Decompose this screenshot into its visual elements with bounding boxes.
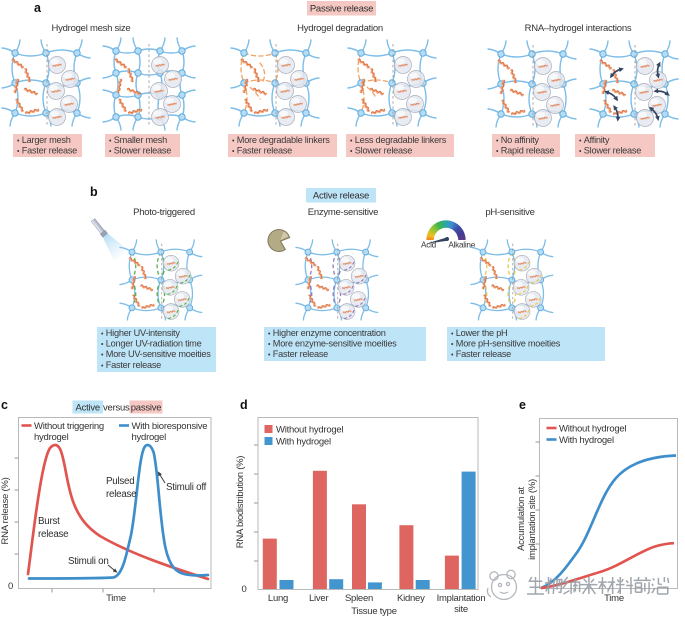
svg-text:RNA–hydrogel interactions: RNA–hydrogel interactions [525, 23, 632, 34]
svg-text:Active: Active [76, 402, 100, 413]
svg-text:Burst: Burst [38, 516, 60, 527]
svg-text:With hydrogel: With hydrogel [559, 435, 614, 446]
svg-text:Liver: Liver [309, 593, 328, 604]
svg-text:Enzyme-sensitive: Enzyme-sensitive [308, 207, 378, 218]
svg-text:•Lower the pH: •Lower the pH [451, 328, 507, 338]
svg-text:•More pH-sensitive moeities: •More pH-sensitive moeities [451, 339, 561, 349]
svg-text:•Faster release: •Faster release [451, 349, 511, 359]
svg-text:•Faster release: •Faster release [101, 360, 161, 370]
svg-text:•Higher enzyme concentration: •Higher enzyme concentration [268, 328, 386, 338]
svg-text:hydrogel: hydrogel [132, 432, 167, 443]
svg-text:d: d [240, 398, 247, 412]
svg-text:pH-sensitive: pH-sensitive [485, 207, 534, 218]
svg-text:Without hydrogel: Without hydrogel [276, 425, 343, 436]
svg-text:•More enzyme-sensitive moeitie: •More enzyme-sensitive moeities [268, 339, 397, 349]
svg-text:•Faster release: •Faster release [17, 146, 77, 156]
svg-text:Tissue type: Tissue type [351, 606, 396, 616]
svg-text:•Slower release: •Slower release [350, 146, 412, 156]
svg-text:Stimuli on: Stimuli on [68, 556, 109, 567]
svg-text:a: a [34, 1, 42, 15]
svg-text:•Slower release: •Slower release [579, 146, 641, 156]
svg-text:•Rapid release: •Rapid release [496, 146, 554, 156]
svg-text:•More UV-sensitive moeities: •More UV-sensitive moeities [101, 349, 211, 359]
svg-text:hydrogel: hydrogel [34, 432, 69, 443]
svg-text:•Slower release: •Slower release [109, 146, 171, 156]
svg-text:c: c [1, 398, 8, 412]
svg-text:•Affinity: •Affinity [579, 135, 610, 145]
svg-text:e: e [519, 398, 526, 412]
svg-text:Hydrogel degradation: Hydrogel degradation [297, 23, 383, 34]
svg-text:Lung: Lung [268, 593, 288, 604]
svg-text:0: 0 [241, 584, 246, 595]
svg-text:b: b [90, 185, 98, 199]
svg-text:Time: Time [604, 593, 624, 604]
svg-text:•Faster release: •Faster release [268, 349, 328, 359]
svg-text:versus: versus [103, 402, 130, 413]
svg-text:release: release [106, 489, 137, 500]
svg-text:implantation site (%): implantation site (%) [527, 479, 538, 560]
svg-text:0: 0 [8, 581, 13, 592]
svg-text:•No affinity: •No affinity [496, 135, 539, 145]
svg-text:•Larger mesh: •Larger mesh [17, 135, 71, 145]
svg-text:•Longer UV-radiation time: •Longer UV-radiation time [101, 339, 202, 349]
svg-text:Stimuli off: Stimuli off [166, 482, 207, 493]
svg-text:site: site [454, 604, 468, 615]
svg-text:•Faster release: •Faster release [232, 146, 292, 156]
svg-text:Pulsed: Pulsed [106, 476, 134, 487]
svg-text:•Higher UV-intensity: •Higher UV-intensity [101, 328, 180, 338]
svg-text:RNA release (%): RNA release (%) [0, 477, 11, 544]
svg-text:Alkaline: Alkaline [448, 241, 475, 250]
svg-text:•More degradable linkers: •More degradable linkers [232, 135, 330, 145]
svg-text:Active release: Active release [313, 191, 369, 202]
svg-text:Accumulation at: Accumulation at [516, 486, 527, 550]
svg-text:RNA biodistribution (%): RNA biodistribution (%) [235, 456, 246, 549]
svg-text:With hydrogel: With hydrogel [276, 437, 331, 448]
svg-text:Photo-triggered: Photo-triggered [133, 207, 195, 218]
svg-text:Acid: Acid [421, 241, 437, 250]
svg-text:Implantation: Implantation [437, 593, 486, 604]
svg-text:release: release [38, 529, 69, 540]
svg-text:Without hydrogel: Without hydrogel [559, 424, 626, 435]
svg-text:passive: passive [131, 402, 161, 413]
svg-text:Passive release: Passive release [310, 4, 373, 15]
svg-text:Spleen: Spleen [345, 593, 373, 604]
svg-text:•Smaller mesh: •Smaller mesh [109, 135, 167, 145]
svg-text:Without triggering: Without triggering [34, 421, 104, 432]
svg-text:Time: Time [106, 593, 126, 604]
svg-text:Hydrogel mesh size: Hydrogel mesh size [52, 23, 131, 34]
svg-text:•Less degradable linkers: •Less degradable linkers [350, 135, 447, 145]
svg-text:With bioresponsive: With bioresponsive [132, 421, 208, 432]
svg-text:Kidney: Kidney [397, 593, 425, 604]
